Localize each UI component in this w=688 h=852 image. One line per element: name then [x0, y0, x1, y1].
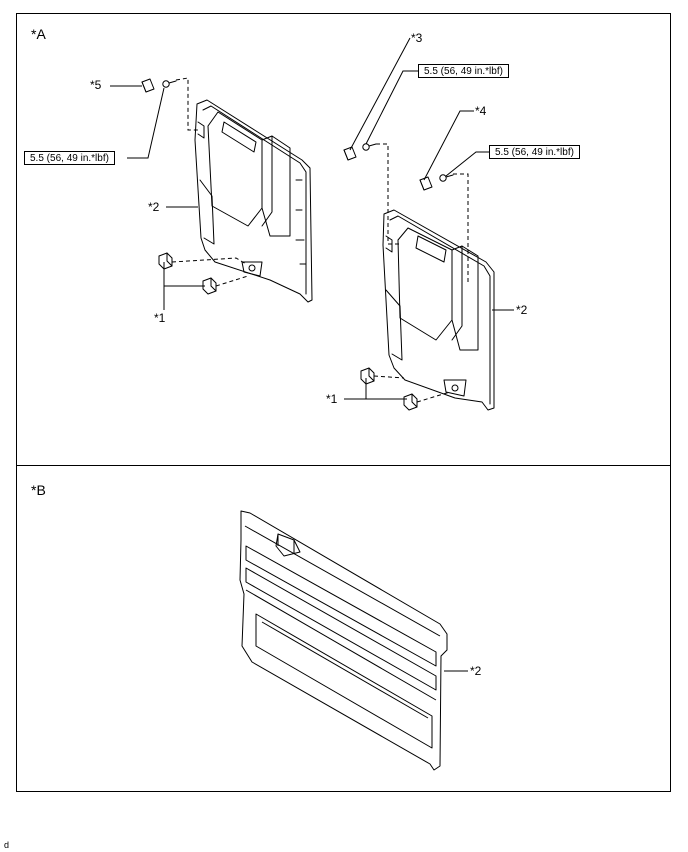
right-hook-cover [419, 176, 433, 191]
torque-spec-right: 5.5 (56, 49 in.*lbf) [489, 145, 580, 159]
right-seatback-board [382, 209, 495, 411]
clip-right-lower [403, 393, 418, 411]
callout-4: *4 [475, 104, 487, 118]
callout-2-left: *2 [148, 200, 160, 214]
callout-1-left: *1 [154, 311, 166, 325]
figure-code: d [4, 840, 10, 850]
panel-b-label: *B [31, 482, 46, 498]
leader-lines [110, 37, 514, 672]
left-seatback-board [194, 99, 313, 303]
right-bolt [439, 174, 454, 182]
clip-left-upper [158, 252, 173, 270]
clip-right-upper [360, 367, 375, 385]
torque-spec-center: 5.5 (56, 49 in.*lbf) [418, 64, 509, 78]
left-hook-cover [141, 78, 155, 93]
callout-3: *3 [411, 31, 423, 45]
center-hook-cover [343, 146, 357, 161]
rear-board [239, 510, 448, 771]
assembly-lines [171, 77, 469, 403]
callout-2-right: *2 [516, 303, 528, 317]
clip-left-lower [202, 277, 217, 295]
center-bolt [362, 143, 377, 151]
torque-spec-left: 5.5 (56, 49 in.*lbf) [24, 151, 115, 165]
panel-a-label: *A [31, 26, 46, 42]
callout-2-rear: *2 [470, 664, 482, 678]
callout-1-right: *1 [326, 392, 338, 406]
callout-5: *5 [90, 78, 102, 92]
left-bolt [162, 80, 177, 88]
panel-b [16, 465, 671, 792]
